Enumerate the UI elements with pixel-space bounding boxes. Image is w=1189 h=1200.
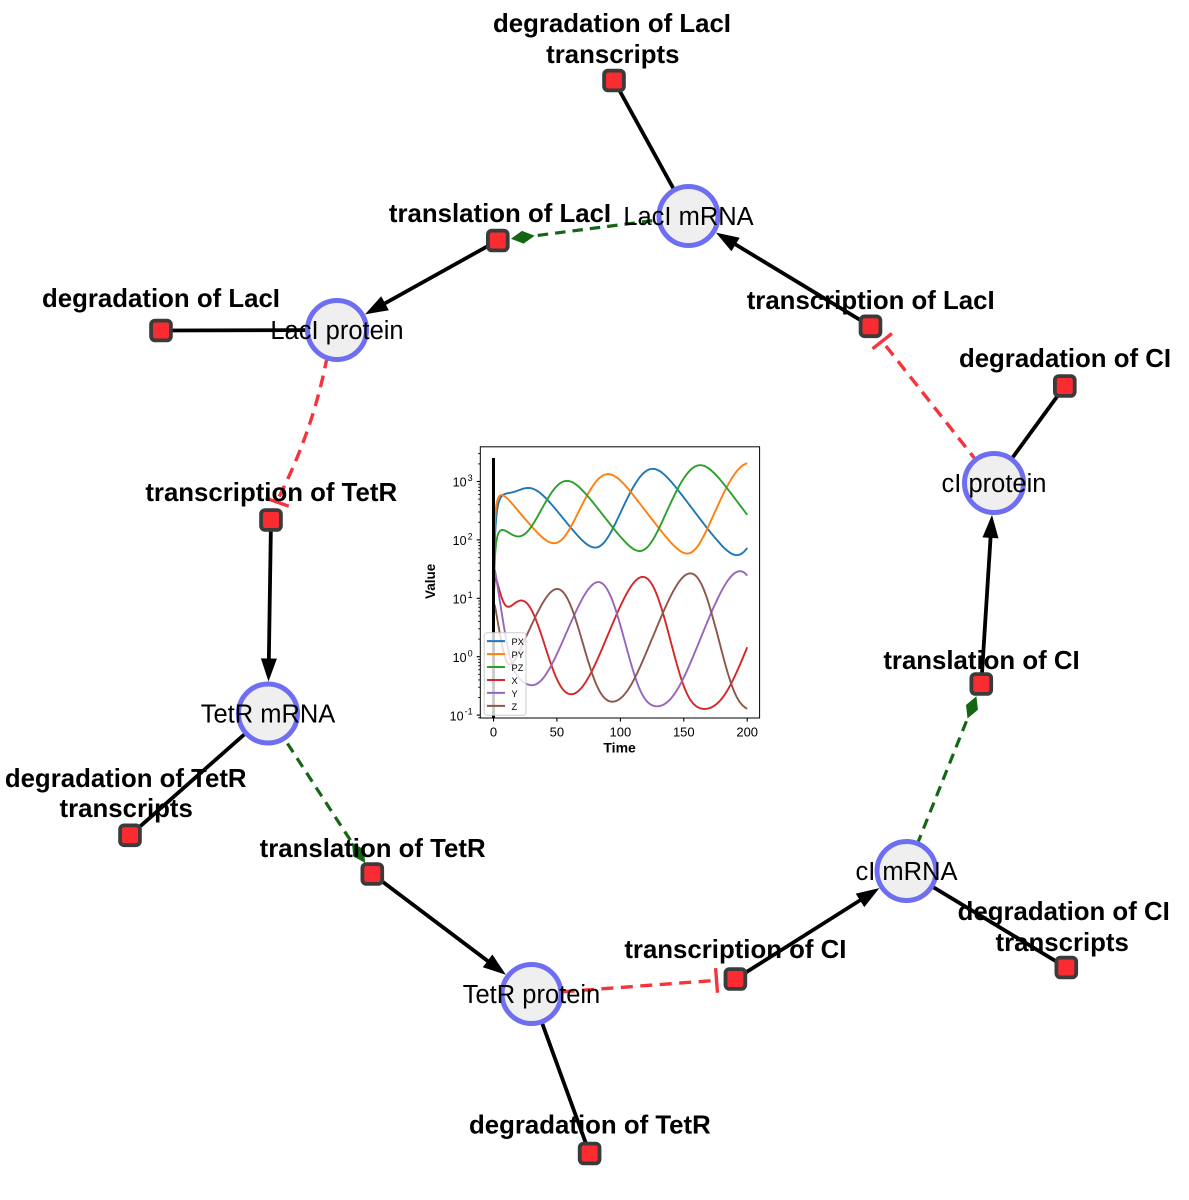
- svg-text:200: 200: [736, 725, 758, 740]
- svg-text:degradation of TetR: degradation of TetR: [469, 1112, 711, 1140]
- svg-text:10-1: 10-1: [450, 707, 473, 724]
- svg-text:PZ: PZ: [512, 663, 524, 673]
- svg-text:LacI mRNA: LacI mRNA: [623, 203, 753, 231]
- svg-text:translation of CI: translation of CI: [883, 647, 1079, 675]
- svg-text:degradation of LacI: degradation of LacI: [493, 10, 731, 38]
- svg-text:degradation of TetR: degradation of TetR: [5, 765, 247, 793]
- svg-text:Y: Y: [512, 689, 518, 699]
- svg-text:100: 100: [610, 725, 632, 740]
- svg-text:cI protein: cI protein: [942, 470, 1047, 498]
- svg-text:103: 103: [453, 473, 473, 490]
- svg-text:degradation of LacI: degradation of LacI: [42, 285, 280, 313]
- svg-text:TetR mRNA: TetR mRNA: [201, 701, 336, 729]
- svg-text:translation of LacI: translation of LacI: [389, 200, 611, 228]
- svg-text:PY: PY: [512, 650, 524, 660]
- svg-text:degradation of CI: degradation of CI: [958, 898, 1170, 926]
- svg-text:150: 150: [673, 725, 695, 740]
- svg-text:PX: PX: [512, 637, 524, 647]
- svg-text:transcripts: transcripts: [546, 41, 679, 69]
- svg-text:translation of TetR: translation of TetR: [260, 835, 486, 863]
- svg-text:Time: Time: [603, 740, 636, 756]
- svg-text:transcripts: transcripts: [60, 795, 193, 823]
- svg-text:100: 100: [453, 648, 473, 665]
- svg-text:Z: Z: [512, 702, 518, 712]
- svg-text:TetR protein: TetR protein: [463, 981, 601, 1009]
- svg-text:50: 50: [550, 725, 564, 740]
- svg-text:transcripts: transcripts: [996, 929, 1129, 957]
- svg-text:transcription of LacI: transcription of LacI: [747, 287, 995, 315]
- svg-text:Value: Value: [423, 563, 438, 599]
- svg-text:transcription of CI: transcription of CI: [624, 936, 846, 964]
- svg-text:LacI protein: LacI protein: [270, 317, 403, 345]
- svg-text:transcription of TetR: transcription of TetR: [145, 479, 397, 507]
- svg-text:degradation of CI: degradation of CI: [959, 345, 1171, 373]
- svg-text:0: 0: [490, 725, 497, 740]
- svg-text:X: X: [512, 676, 518, 686]
- svg-text:102: 102: [453, 532, 473, 549]
- svg-text:101: 101: [453, 590, 473, 607]
- svg-text:cI mRNA: cI mRNA: [856, 858, 958, 886]
